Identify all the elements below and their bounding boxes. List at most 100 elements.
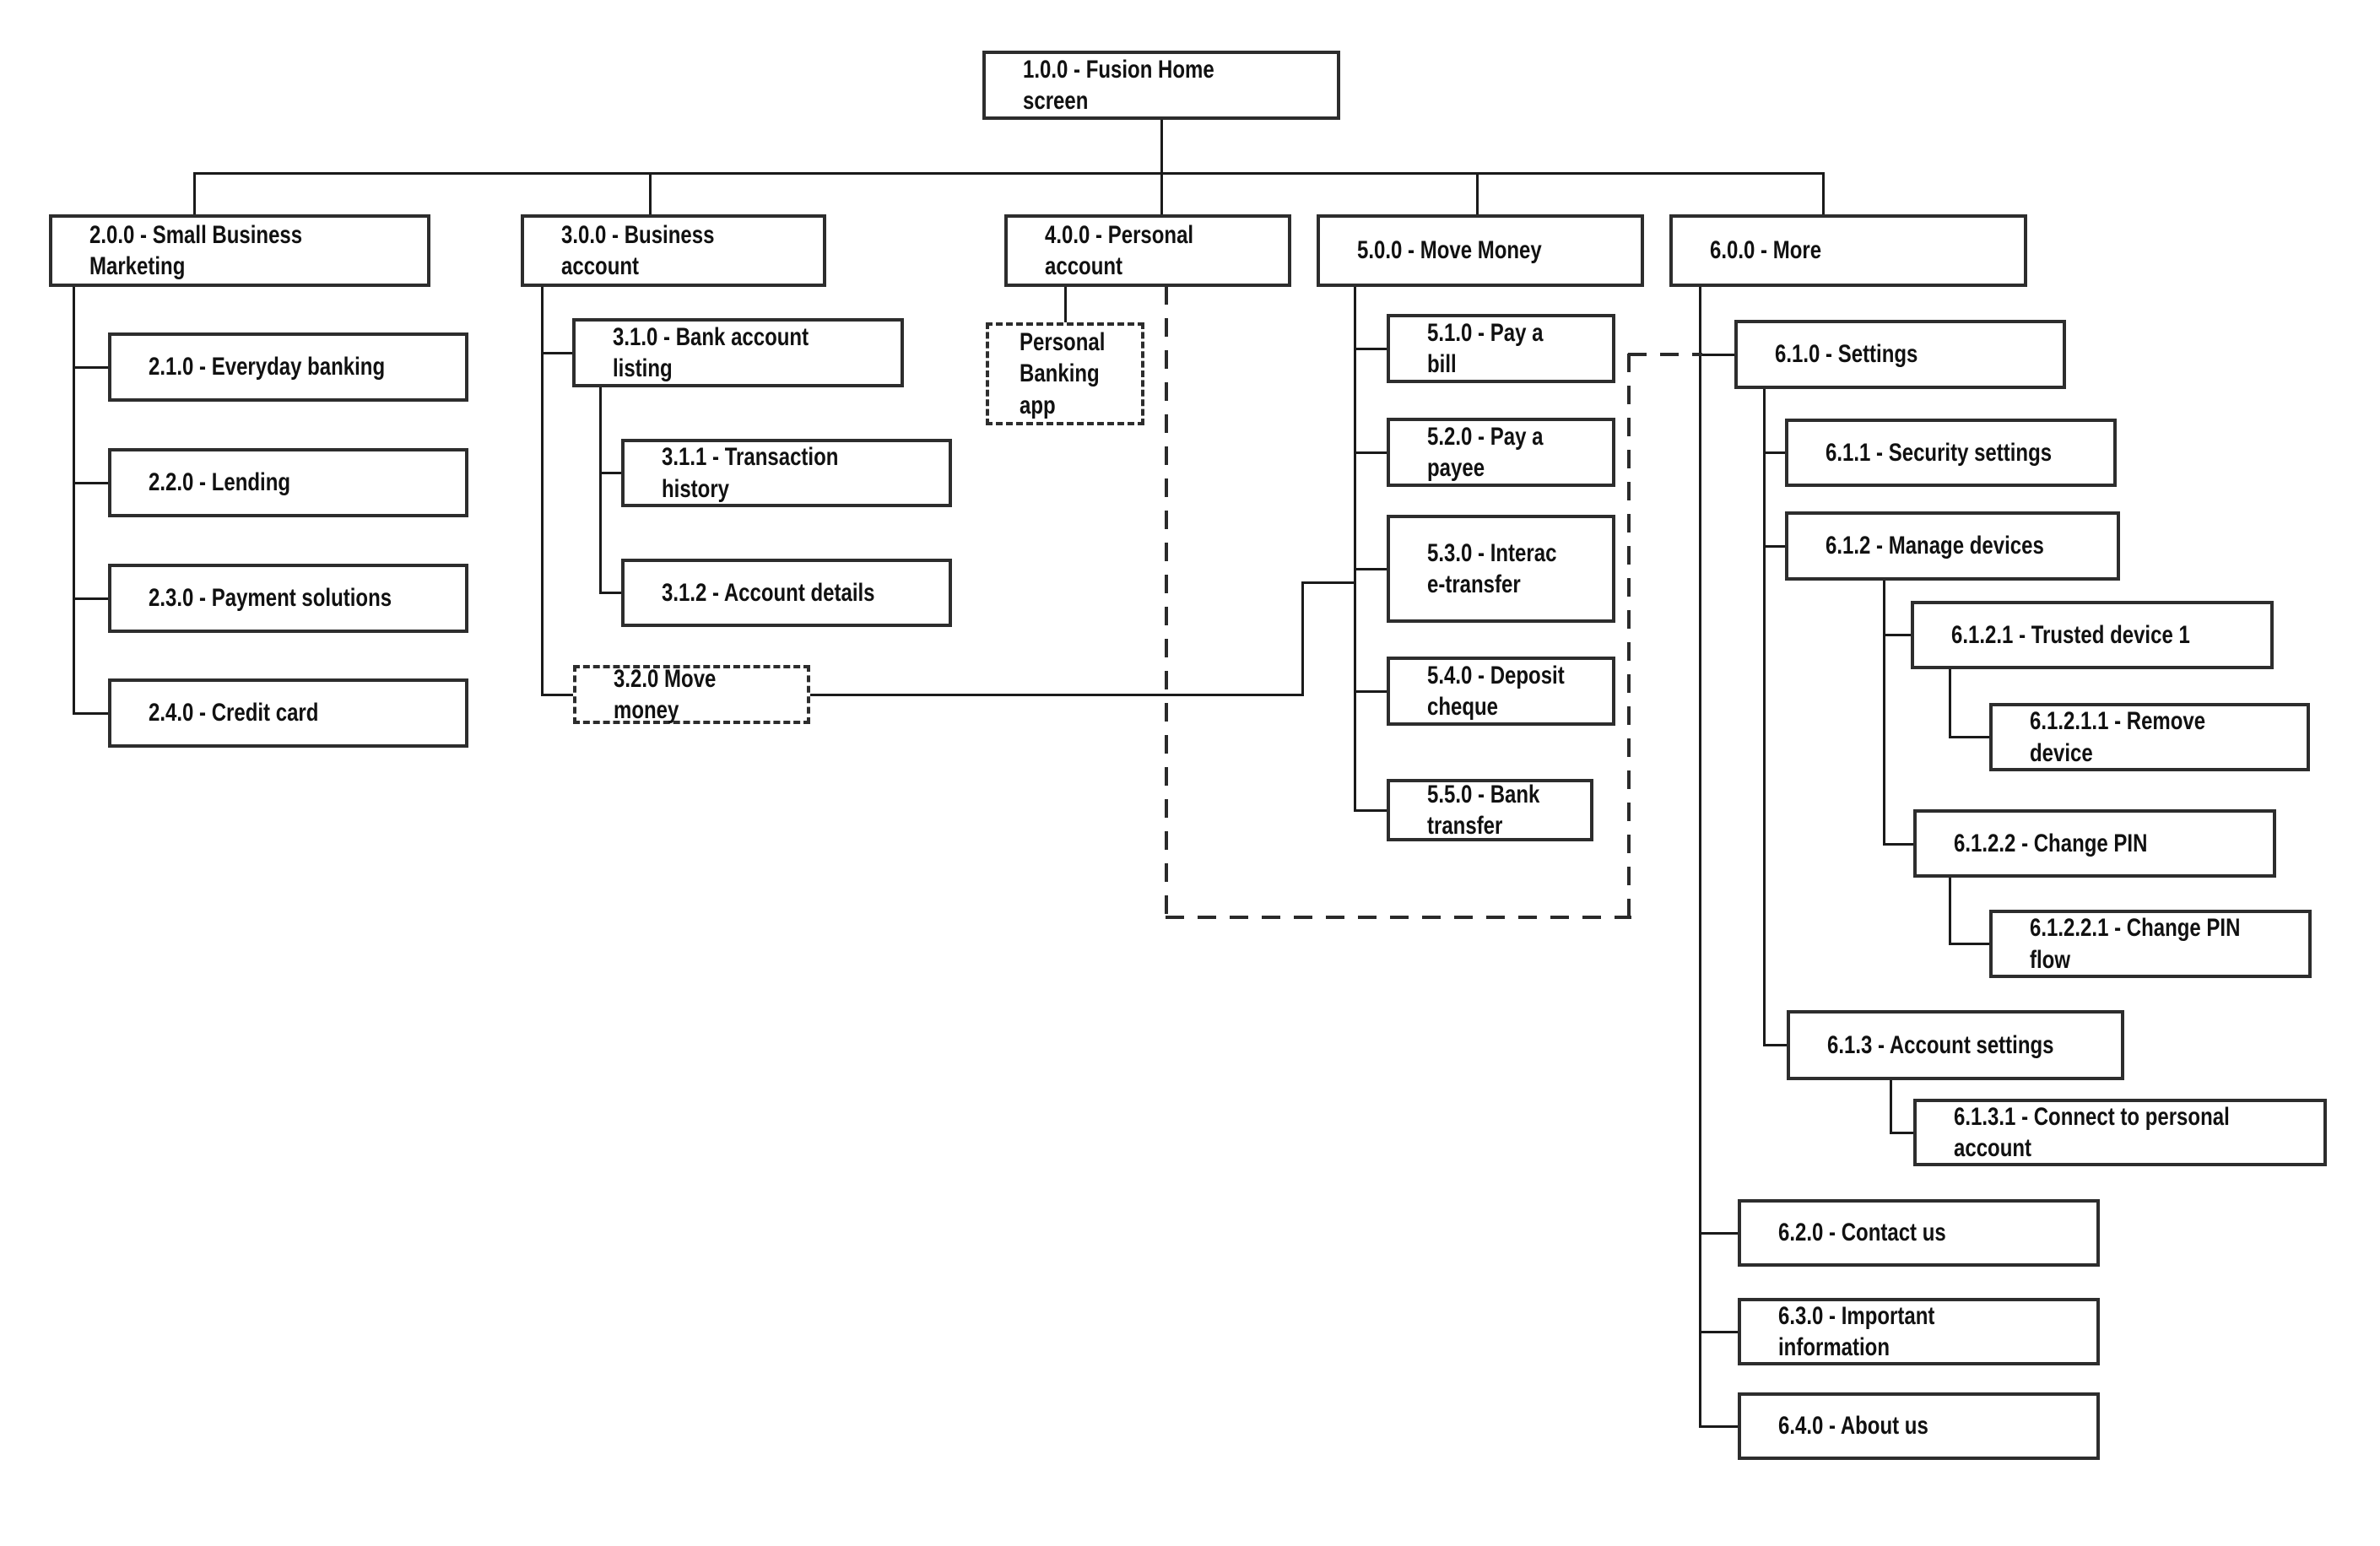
connector-line [1699, 284, 1701, 1428]
node-label: Personal Banking app [1020, 327, 1106, 419]
connector-line [1160, 172, 1163, 218]
node-label: 6.1.2.2 - Change PIN [1954, 829, 2148, 857]
connector-line [599, 592, 623, 594]
node-label: 5.0.0 - Move Money [1357, 236, 1542, 265]
dashed-connector-line [1628, 353, 1702, 356]
node-5-4-0: 5.4.0 - Deposit cheque [1387, 657, 1615, 726]
node-6-1-2-1: 6.1.2.1 - Trusted device 1 [1911, 601, 2274, 669]
node-5-3-0: 5.3.0 - Interac e-transfer [1387, 515, 1615, 623]
dashed-connector-line [1165, 286, 1168, 920]
connector-line [599, 385, 602, 594]
connector-line [73, 366, 110, 369]
node-label: 5.5.0 - Bank transfer [1427, 780, 1540, 841]
node-6-3-0: 6.3.0 - Important information [1738, 1298, 2100, 1365]
node-4-0-0: 4.0.0 - Personal account [1004, 214, 1291, 287]
connector-line [1763, 451, 1787, 454]
node-1-0-0: 1.0.0 - Fusion Home screen [982, 51, 1340, 120]
connector-line [1354, 284, 1356, 812]
node-2-0-0: 2.0.0 - Small Business Marketing [49, 214, 430, 287]
connector-line [1822, 172, 1825, 218]
node-label: 4.0.0 - Personal account [1045, 220, 1194, 281]
node-label: 3.2.0 Move money [614, 664, 717, 725]
node-label: 1.0.0 - Fusion Home screen [1023, 55, 1214, 116]
node-label: 6.1.0 - Settings [1775, 340, 1918, 369]
connector-line [73, 597, 110, 600]
node-6-0-0: 6.0.0 - More [1669, 214, 2027, 287]
connector-line [1883, 634, 1912, 636]
connector-line [1883, 843, 1915, 846]
connector-line [808, 694, 1304, 696]
node-label: 5.4.0 - Deposit cheque [1427, 661, 1565, 722]
node-label: 6.1.2 - Manage devices [1826, 532, 2044, 560]
node-label: 6.3.0 - Important information [1778, 1301, 1935, 1362]
connector-line [1476, 172, 1479, 218]
connector-line [1354, 451, 1388, 454]
node-label: 6.0.0 - More [1710, 236, 1822, 265]
node-3-2-0: 3.2.0 Move money [573, 665, 810, 724]
dashed-connector-line [1166, 916, 1631, 919]
node-6-1-3: 6.1.3 - Account settings [1787, 1010, 2124, 1080]
node-6-2-0: 6.2.0 - Contact us [1738, 1199, 2100, 1267]
connector-line [1763, 1044, 1788, 1046]
node-label: 2.0.0 - Small Business Marketing [89, 220, 303, 281]
node-label: 6.1.1 - Security settings [1826, 438, 2053, 467]
node-6-1-2-1-1: 6.1.2.1.1 - Remove device [1989, 703, 2310, 771]
connector-line [1699, 1232, 1739, 1235]
connector-line [541, 284, 544, 696]
node-6-4-0: 6.4.0 - About us [1738, 1392, 2100, 1460]
connector-line [193, 172, 1825, 175]
node-5-0-0: 5.0.0 - Move Money [1317, 214, 1644, 287]
connector-line [1699, 1425, 1739, 1428]
node-label: 5.2.0 - Pay a payee [1427, 422, 1544, 483]
node-2-4-0: 2.4.0 - Credit card [108, 678, 468, 748]
node-6-1-2: 6.1.2 - Manage devices [1785, 511, 2120, 581]
node-label: 6.1.2.2.1 - Change PIN flow [2030, 914, 2241, 974]
node-label: 6.1.2.1.1 - Remove device [2030, 707, 2206, 767]
node-6-1-0: 6.1.0 - Settings [1734, 320, 2066, 389]
node-5-1-0: 5.1.0 - Pay a bill [1387, 314, 1615, 383]
dashed-connector-line [1627, 354, 1631, 920]
connector-line [1064, 284, 1067, 324]
node-2-2-0: 2.2.0 - Lending [108, 448, 468, 517]
connector-line [1301, 581, 1356, 584]
connector-line [193, 172, 196, 218]
connector-line [73, 284, 75, 715]
connector-line [73, 482, 110, 484]
node-2-1-0: 2.1.0 - Everyday banking [108, 332, 468, 402]
connector-line [1949, 943, 1991, 945]
node-3-1-0: 3.1.0 - Bank account listing [572, 318, 904, 387]
node-6-1-1: 6.1.1 - Security settings [1785, 419, 2117, 487]
node-label: 5.1.0 - Pay a bill [1427, 318, 1544, 379]
connector-line [1699, 1331, 1739, 1333]
node-label: 6.1.2.1 - Trusted device 1 [1951, 620, 2190, 649]
connector-line [1354, 568, 1388, 570]
node-label: 5.3.0 - Interac e-transfer [1427, 538, 1557, 599]
node-label: 3.0.0 - Business account [561, 220, 715, 281]
connector-line [1890, 1132, 1915, 1134]
node-6-1-2-2-1: 6.1.2.2.1 - Change PIN flow [1989, 910, 2312, 978]
connector-line [541, 694, 575, 696]
node-label: 6.4.0 - About us [1778, 1412, 1928, 1441]
node-pba: Personal Banking app [986, 322, 1144, 425]
node-label: 3.1.0 - Bank account listing [613, 322, 809, 383]
node-3-0-0: 3.0.0 - Business account [521, 214, 826, 287]
node-label: 2.3.0 - Payment solutions [149, 584, 392, 613]
connector-line [1763, 386, 1766, 1046]
connector-line [599, 472, 623, 474]
connector-line [73, 712, 110, 715]
node-label: 2.4.0 - Credit card [149, 699, 319, 727]
connector-line [1949, 736, 1991, 738]
connector-line [1699, 354, 1736, 356]
node-3-1-1: 3.1.1 - Transaction history [621, 439, 952, 507]
connector-line [1949, 875, 1951, 945]
node-label: 3.1.2 - Account details [662, 578, 875, 607]
connector-line [1883, 578, 1885, 846]
connector-line [1354, 809, 1388, 812]
connector-line [1301, 581, 1304, 696]
node-5-2-0: 5.2.0 - Pay a payee [1387, 418, 1615, 487]
connector-line [1354, 690, 1388, 693]
node-label: 3.1.1 - Transaction history [662, 443, 839, 503]
node-label: 6.1.3.1 - Connect to personal account [1954, 1102, 2230, 1163]
connector-line [1763, 545, 1787, 548]
